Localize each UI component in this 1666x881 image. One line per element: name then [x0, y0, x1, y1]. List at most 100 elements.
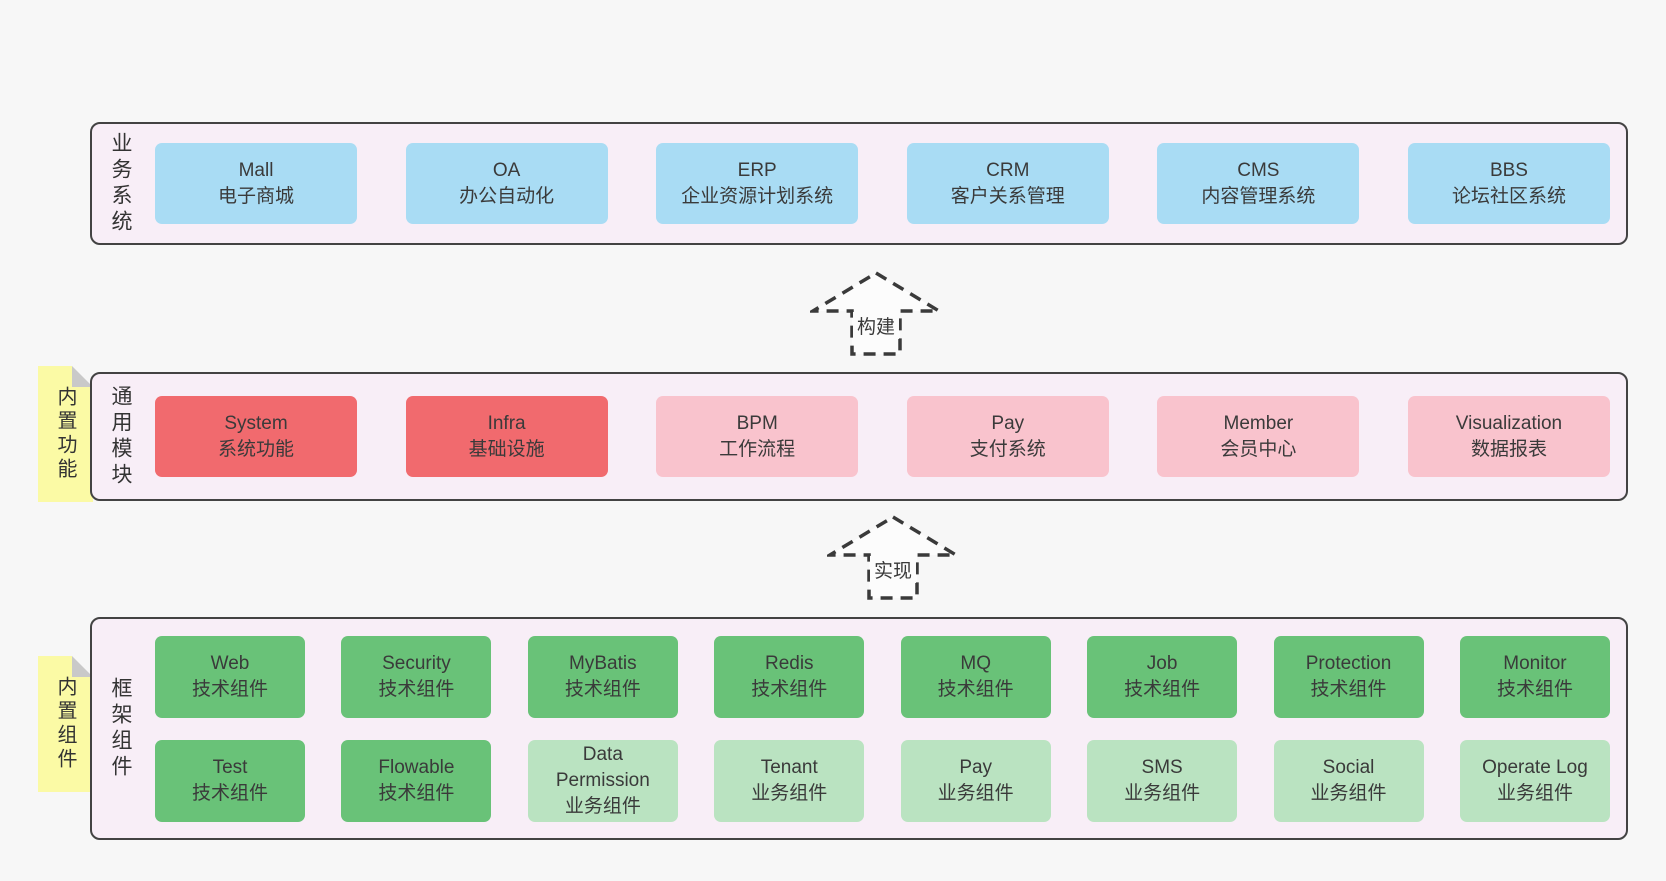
- box-social: Social 业务组件: [1273, 739, 1424, 822]
- box-title: Flowable: [378, 756, 455, 778]
- framework-components-row-2: Test 技术组件 Flowable 技术组件 Data Permission …: [155, 739, 1610, 822]
- box-subtitle: 技术组件: [937, 678, 1014, 700]
- box-subtitle: 办公自动化: [459, 185, 555, 207]
- box-subtitle: 业务组件: [1310, 782, 1387, 804]
- box-subtitle: 企业资源计划系统: [681, 185, 834, 207]
- box-subtitle: 客户关系管理: [950, 185, 1065, 207]
- box-title: Job: [1146, 652, 1178, 674]
- box-title: Infra: [487, 412, 526, 434]
- box-title: SMS: [1141, 756, 1183, 778]
- box-monitor: Monitor 技术组件: [1459, 635, 1610, 718]
- box-data-permission: Data Permission 业务组件: [527, 739, 678, 822]
- box-visualization: Visualization 数据报表: [1407, 396, 1610, 477]
- box-subtitle: 论坛社区系统: [1451, 185, 1566, 207]
- arrow-implement: 实现: [827, 514, 959, 602]
- sticky-note-built-in-features: 内置功能: [38, 366, 93, 502]
- sticky-note-text: 内置组件: [54, 676, 76, 772]
- arrow-build-label: 构建: [852, 312, 900, 339]
- box-subtitle: 内容管理系统: [1201, 185, 1316, 207]
- box-subtitle: 系统功能: [217, 438, 294, 460]
- box-subtitle: 技术组件: [1496, 678, 1573, 700]
- box-infra: Infra 基础设施: [405, 396, 608, 477]
- box-subtitle: 技术组件: [191, 678, 268, 700]
- band-label-common-modules: 通用模块: [109, 384, 132, 489]
- box-title: Monitor: [1503, 652, 1567, 674]
- box-test: Test 技术组件: [155, 739, 305, 822]
- framework-components-grid: Web 技术组件 Security 技术组件 MyBatis 技术组件 Redi…: [148, 619, 1626, 838]
- box-subtitle: 技术组件: [378, 678, 455, 700]
- box-subtitle: 会员中心: [1220, 438, 1297, 460]
- box-title: Test: [212, 756, 248, 778]
- box-subtitle: 技术组件: [191, 782, 268, 804]
- box-title: Security: [382, 652, 451, 674]
- box-title: Data Permission: [555, 743, 650, 791]
- box-subtitle: 工作流程: [719, 438, 796, 460]
- box-title: Pay: [991, 412, 1025, 434]
- box-title: BBS: [1489, 159, 1528, 181]
- box-bpm: BPM 工作流程: [656, 396, 859, 477]
- box-redis: Redis 技术组件: [714, 635, 865, 718]
- arrow-implement-label: 实现: [869, 556, 917, 583]
- common-modules-row: System 系统功能 Infra 基础设施 BPM 工作流程 Pay 支付系统…: [148, 374, 1626, 499]
- box-title: Redis: [764, 652, 814, 674]
- box-title: Tenant: [760, 756, 818, 778]
- box-title: Member: [1223, 412, 1294, 434]
- box-pay-component: Pay 业务组件: [900, 739, 1051, 822]
- box-crm: CRM 客户关系管理: [906, 143, 1109, 224]
- box-mall: Mall 电子商城: [155, 143, 357, 224]
- box-title: Social: [1322, 756, 1375, 778]
- box-oa: OA 办公自动化: [405, 143, 608, 224]
- box-title: System: [224, 412, 288, 434]
- sticky-note-text: 内置功能: [54, 386, 76, 482]
- box-mq: MQ 技术组件: [900, 635, 1051, 718]
- band-label-framework-components: 框架组件: [109, 676, 132, 781]
- box-title: CRM: [986, 159, 1030, 181]
- box-subtitle: 业务组件: [937, 782, 1014, 804]
- box-title: BPM: [736, 412, 778, 434]
- box-subtitle: 技术组件: [1310, 678, 1387, 700]
- box-pay-system: Pay 支付系统: [906, 396, 1109, 477]
- box-operate-log: Operate Log 业务组件: [1459, 739, 1610, 822]
- box-subtitle: 基础设施: [468, 438, 545, 460]
- box-title: OA: [492, 159, 521, 181]
- box-subtitle: 电子商城: [217, 185, 294, 207]
- box-title: CMS: [1237, 159, 1280, 181]
- box-security: Security 技术组件: [341, 635, 492, 718]
- box-subtitle: 数据报表: [1470, 438, 1547, 460]
- box-subtitle: 支付系统: [969, 438, 1046, 460]
- box-system: System 系统功能: [155, 396, 357, 477]
- box-flowable: Flowable 技术组件: [341, 739, 492, 822]
- box-subtitle: 业务组件: [751, 782, 828, 804]
- folded-corner-icon: [72, 366, 93, 387]
- box-title: Mall: [238, 159, 274, 181]
- box-title: Visualization: [1455, 412, 1563, 434]
- arrow-build: 构建: [810, 270, 942, 358]
- box-subtitle: 技术组件: [378, 782, 455, 804]
- box-title: Pay: [959, 756, 993, 778]
- box-web: Web 技术组件: [155, 635, 305, 718]
- band-business-systems: 业务系统 Mall 电子商城 OA 办公自动化 ERP 企业资源计划系统 CRM…: [90, 122, 1628, 245]
- box-title: Operate Log: [1482, 756, 1588, 778]
- band-common-modules: 通用模块 System 系统功能 Infra 基础设施 BPM 工作流程 Pay…: [90, 372, 1628, 501]
- box-title: Protection: [1305, 652, 1392, 674]
- box-tenant: Tenant 业务组件: [714, 739, 865, 822]
- box-subtitle: 业务组件: [1496, 782, 1573, 804]
- business-systems-row: Mall 电子商城 OA 办公自动化 ERP 企业资源计划系统 CRM 客户关系…: [148, 124, 1626, 243]
- band-label-business-systems: 业务系统: [109, 131, 132, 236]
- box-erp: ERP 企业资源计划系统: [656, 143, 859, 224]
- box-bbs: BBS 论坛社区系统: [1407, 143, 1610, 224]
- box-subtitle: 技术组件: [751, 678, 828, 700]
- box-subtitle: 技术组件: [564, 678, 641, 700]
- box-member: Member 会员中心: [1157, 396, 1360, 477]
- box-title: Web: [210, 652, 250, 674]
- box-cms: CMS 内容管理系统: [1157, 143, 1360, 224]
- box-protection: Protection 技术组件: [1273, 635, 1424, 718]
- box-job: Job 技术组件: [1087, 635, 1238, 718]
- box-subtitle: 业务组件: [1124, 782, 1201, 804]
- band-framework-components: 框架组件 Web 技术组件 Security 技术组件 MyBatis 技术组件…: [90, 617, 1628, 840]
- box-subtitle: 技术组件: [1124, 678, 1201, 700]
- box-mybatis: MyBatis 技术组件: [527, 635, 678, 718]
- folded-corner-icon: [72, 656, 93, 677]
- box-title: MQ: [960, 652, 991, 674]
- box-subtitle: 业务组件: [564, 795, 641, 817]
